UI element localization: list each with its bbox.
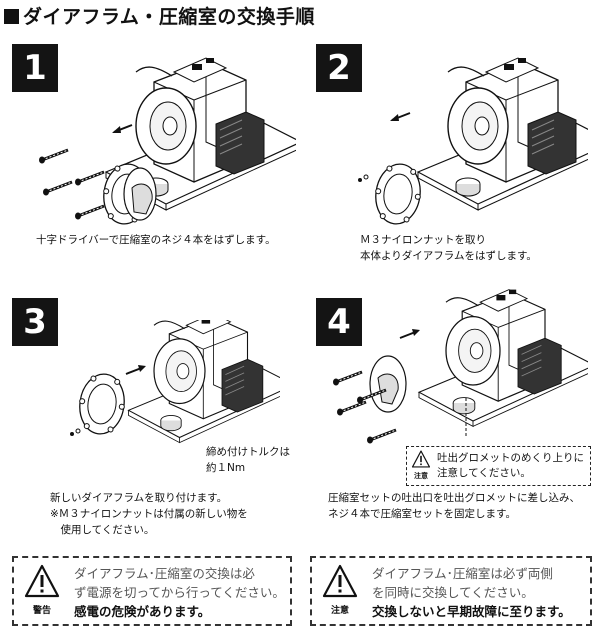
step-4-caption: 圧縮室セットの吐出口を吐出グロメットに差し込み、 ネジ４本で圧縮室セットを固定し… (328, 490, 580, 522)
caution-icon-wrap: 注意 (318, 564, 362, 616)
warning-text: ダイアフラム･圧縮室の交換は必 ず電源を切ってから行ってください。 感電の危険が… (74, 564, 285, 621)
caution-label: 注意 (330, 606, 349, 616)
caution-box: 注意 ダイアフラム･圧縮室は必ず両側 を同時に交換してください。 交換しないと早… (310, 556, 592, 626)
warning-box: 警告 ダイアフラム･圧縮室の交換は必 ず電源を切ってから行ってください。 感電の… (12, 556, 292, 626)
warning-line: ず電源を切ってから行ってください。 (74, 585, 285, 600)
step-4-note: 注意 吐出グロメットのめくり上りに 注意してください。 (406, 446, 591, 486)
step-4-number: 4 (316, 298, 362, 346)
caution-icon (322, 564, 358, 598)
note-line: 注意してください。 (437, 467, 531, 479)
step-3-number: 3 (12, 298, 58, 346)
warning-icon-wrap: 警告 (20, 564, 64, 616)
caption-line: ネジ４本で圧縮室セットを固定します。 (328, 508, 516, 520)
caption-line: ※Ｍ３ナイロンナットは付属の新しい物を (50, 508, 248, 520)
caption-line: 使用してください。 (50, 524, 155, 536)
step-2-illustration (358, 57, 588, 228)
caution-line: 交換しないと早期故障に至ります。 (372, 604, 571, 619)
step-3-illustration (70, 320, 280, 444)
caption-line: Ｍ３ナイロンナットを取り (360, 234, 486, 246)
step-1-number: 1 (12, 44, 58, 92)
caption-line: 新しいダイアフラムを取り付けます。 (50, 492, 228, 504)
caption-line: 圧縮室セットの吐出口を吐出グロメットに差し込み、 (328, 492, 580, 504)
caption-line: 本体よりダイアフラムをはずします。 (360, 250, 537, 262)
page-title: ダイアフラム・圧縮室の交換手順 (4, 2, 315, 29)
step-2-caption: Ｍ３ナイロンナットを取り 本体よりダイアフラムをはずします。 (360, 232, 537, 264)
page-title-text: ダイアフラム・圧縮室の交換手順 (23, 6, 315, 28)
step-1-caption: 十字ドライバーで圧縮室のネジ４本をはずします。 (36, 232, 276, 248)
step-1-illustration (37, 57, 296, 228)
caution-line: ダイアフラム･圧縮室は必ず両側 (372, 566, 553, 581)
note-line: 吐出グロメットのめくり上りに (437, 452, 584, 464)
step-3-caption: 新しいダイアフラムを取り付けます。 ※Ｍ３ナイロンナットは付属の新しい物を 使用… (50, 490, 248, 538)
title-square-icon (4, 9, 19, 24)
warning-line: ダイアフラム･圧縮室の交換は必 (74, 566, 255, 581)
caution-line: を同時に交換してください。 (372, 585, 534, 600)
step-2-number: 2 (316, 44, 362, 92)
caution-text: ダイアフラム･圧縮室は必ず両側 を同時に交換してください。 交換しないと早期故障… (372, 564, 571, 621)
torque-line: 約１Nm (206, 462, 246, 474)
warning-line: 感電の危険があります。 (74, 604, 211, 619)
torque-line: 締め付けトルクは (206, 446, 290, 458)
note-label: 注意 (414, 472, 428, 480)
warning-label: 警告 (32, 606, 51, 616)
warning-icon (24, 564, 60, 598)
caution-icon (411, 450, 431, 468)
step-4-illustration (331, 288, 588, 445)
caption-line: 十字ドライバーで圧縮室のネジ４本をはずします。 (36, 234, 276, 246)
step-3-torque-note: 締め付けトルクは 約１Nm (206, 444, 290, 476)
